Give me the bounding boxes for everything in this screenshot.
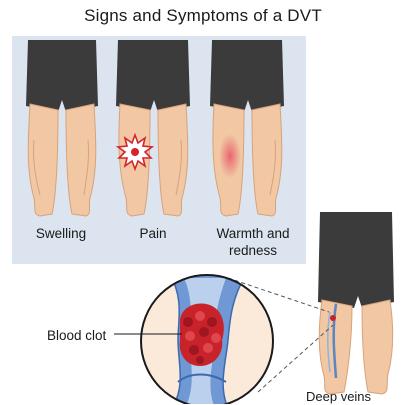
symptom-label-warmth: Warmth and redness	[198, 225, 308, 259]
vein-magnifier	[140, 274, 274, 404]
redness-area	[219, 134, 241, 178]
legs-swelling	[26, 40, 98, 216]
symptom-label-pain: Pain	[128, 225, 178, 242]
deep-veins-label: Deep veins	[306, 388, 371, 405]
blood-clot-label: Blood clot	[47, 327, 106, 344]
symptom-label-swelling: Swelling	[22, 225, 100, 242]
legs-pain	[116, 40, 190, 216]
clot-marker	[330, 315, 336, 321]
legs-warmth	[210, 40, 284, 216]
legs-deep-veins	[318, 212, 394, 394]
